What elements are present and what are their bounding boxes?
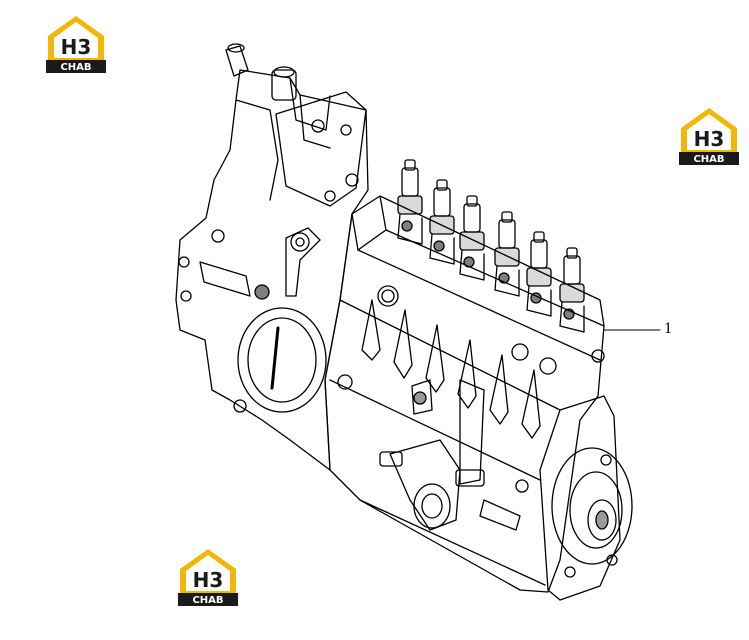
- delivery-valves: [397, 159, 585, 333]
- brand-logo-top-left: H3 CHAB: [44, 14, 108, 74]
- brand-logo-graphic: H3 CHAB: [679, 108, 739, 165]
- logo-text: H3: [61, 35, 92, 59]
- governor-housing: [175, 43, 369, 471]
- callout-label: 1: [664, 320, 672, 337]
- brand-logo-graphic: H3 CHAB: [178, 549, 238, 606]
- pump-housing: [324, 195, 605, 593]
- brand-logo-bottom: H3 CHAB: [176, 547, 240, 607]
- feed-pump: [379, 379, 529, 531]
- logo-subtext: CHAB: [60, 62, 91, 73]
- logo-text: H3: [193, 568, 224, 592]
- logo-subtext: CHAB: [192, 595, 223, 606]
- logo-subtext: CHAB: [693, 154, 724, 165]
- drive-flange: [539, 395, 633, 601]
- brand-logo-graphic: H3 CHAB: [46, 16, 106, 73]
- brand-logo-right: H3 CHAB: [677, 106, 741, 166]
- logo-text: H3: [694, 127, 725, 151]
